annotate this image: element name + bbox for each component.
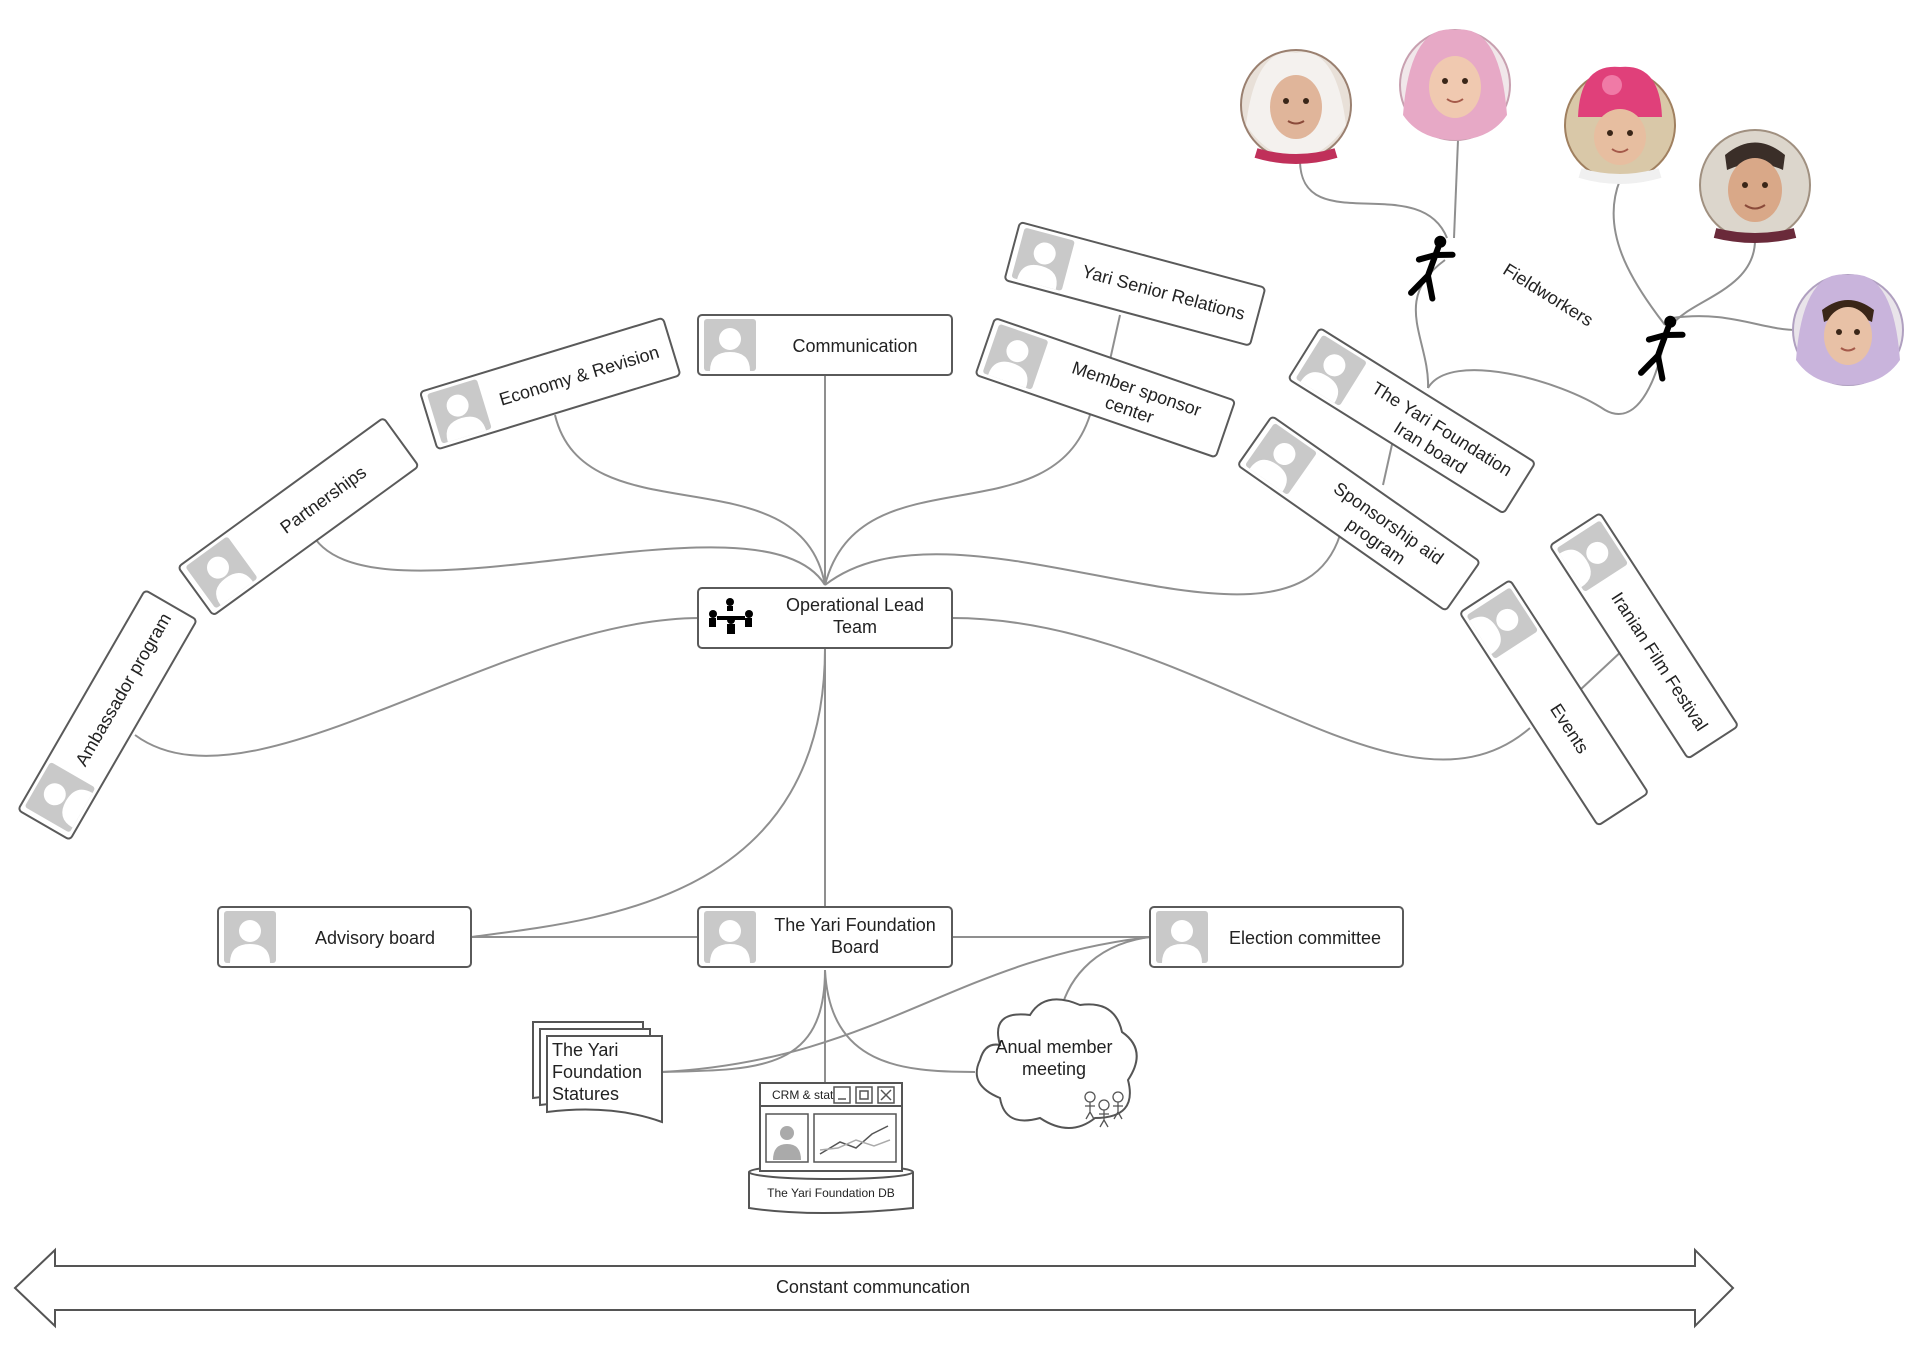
child-photo-icon	[1699, 129, 1811, 243]
member-sponsor-center-node[interactable]: Member sponsor center	[975, 318, 1236, 458]
advisory-board-label: Advisory board	[315, 928, 435, 948]
fieldworkers-group: Fieldworkers	[1407, 231, 1687, 381]
communication-node[interactable]: Communication	[697, 314, 953, 376]
foundation-board-line2: Board	[831, 937, 879, 957]
events-node[interactable]: Events	[1460, 580, 1649, 826]
election-committee-node[interactable]: Election committee	[1149, 906, 1404, 968]
person-placeholder-icon	[224, 911, 276, 963]
close-icon[interactable]	[877, 1086, 895, 1104]
foundation-board-line1: The Yari Foundation	[774, 915, 935, 935]
connector-events	[951, 617, 1531, 761]
connector-economy	[554, 414, 826, 586]
connector-member-sponsor	[824, 414, 1091, 586]
communication-label: Communication	[792, 336, 917, 356]
ambassador-program-node[interactable]: Ambassador program	[18, 590, 197, 840]
constant-communication-arrow: Constant communcation	[13, 1247, 1735, 1329]
child-photo-icon	[1564, 66, 1676, 184]
minimize-icon[interactable]	[833, 1086, 851, 1104]
operational-lead-team-node[interactable]: Operational Lead Team	[697, 587, 953, 649]
connector-film-events	[1579, 647, 1626, 691]
fieldworkers-label: Fieldworkers	[1500, 259, 1597, 330]
operational-lead-team-line1: Operational Lead	[786, 595, 924, 615]
connector-child2	[1453, 139, 1459, 239]
annual-meeting-line1: Anual member	[995, 1037, 1112, 1057]
connector-board-meeting	[824, 969, 976, 1073]
maximize-icon[interactable]	[855, 1086, 873, 1104]
advisory-board-node[interactable]: Advisory board	[217, 906, 472, 968]
statures-line3: Statures	[552, 1084, 619, 1104]
connector-child1	[1299, 159, 1448, 239]
yari-senior-relations-node[interactable]: Yari Senior Relations	[1004, 221, 1266, 346]
economy-revision-node[interactable]: Economy & Revision	[419, 317, 681, 450]
connector-child3	[1612, 179, 1666, 326]
connectors	[134, 139, 1799, 1085]
connector-senior-member	[1109, 314, 1121, 361]
double-arrow-icon	[13, 1247, 1735, 1329]
child-photo-icon	[1792, 274, 1904, 386]
foundation-board-node[interactable]: The Yari Foundation Board	[697, 906, 953, 968]
annual-meeting-line2: meeting	[1022, 1059, 1086, 1079]
child-photo-icon	[1240, 49, 1352, 164]
line-chart-icon	[813, 1113, 897, 1163]
crm-db-label: The Yari Foundation DB	[767, 1186, 895, 1200]
person-placeholder-icon	[704, 319, 756, 371]
statures-line2: Foundation	[552, 1062, 642, 1082]
constant-communication-label: Constant communcation	[776, 1277, 970, 1297]
connector-child4	[1671, 239, 1756, 326]
partnerships-node[interactable]: Partnerships	[178, 418, 419, 616]
meeting-icon	[709, 598, 753, 634]
connector-election-statures	[661, 936, 1151, 1073]
annual-member-meeting-node[interactable]: Anual member meeting	[975, 998, 1138, 1129]
statures-document-node[interactable]: The Yari Foundation Statures	[532, 1021, 663, 1124]
child-photos	[1240, 29, 1904, 386]
connector-sponsorship	[824, 534, 1341, 596]
election-committee-label: Election committee	[1229, 928, 1381, 948]
connector-partnerships	[309, 529, 826, 586]
connector-board-statures	[661, 969, 826, 1073]
statures-line1: The Yari	[552, 1040, 618, 1060]
connector-iran-sponsorship	[1382, 439, 1394, 486]
person-placeholder-icon	[1156, 911, 1208, 963]
connector-ambassador	[134, 617, 701, 757]
person-placeholder-icon	[704, 911, 756, 963]
connector-iran-board-fieldworkers-2	[1427, 334, 1666, 415]
connector-child5	[1671, 315, 1799, 331]
crm-database-node[interactable]: The Yari Foundation DB CRM & stat	[748, 1082, 914, 1214]
fieldworker-stick-figure-icon	[1407, 231, 1457, 301]
connector-olt-advisory	[470, 647, 826, 938]
operational-lead-team-line2: Team	[833, 617, 877, 637]
crm-window-title: CRM & stat	[772, 1088, 834, 1102]
child-photo-icon	[1399, 29, 1511, 141]
user-profile-icon	[765, 1113, 809, 1163]
